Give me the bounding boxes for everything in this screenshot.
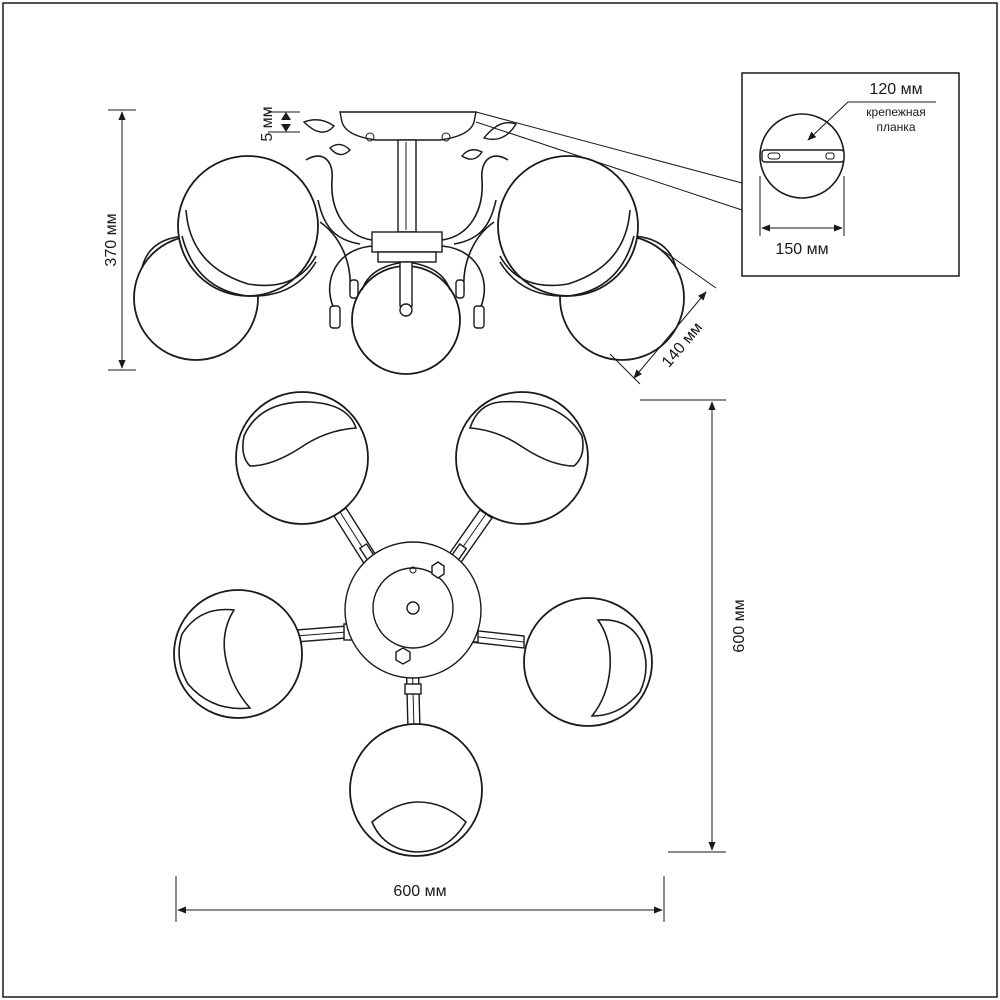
globe-bottom	[349, 723, 483, 857]
mounting-plate	[761, 149, 845, 163]
dim-top-height: 600 мм	[640, 399, 748, 853]
dim-height-370: 370 мм	[103, 109, 136, 371]
hub-nut	[431, 561, 445, 579]
shade-center	[351, 261, 461, 375]
socket-left	[349, 279, 359, 299]
dim-height-label: 370 мм	[103, 213, 120, 266]
hub-center-screw	[406, 601, 420, 615]
arm-left-lower	[328, 245, 373, 313]
arm-right-upper	[441, 155, 509, 241]
shade-right-front	[497, 155, 639, 297]
center-stem	[397, 139, 417, 233]
leaf-ornament-right	[482, 121, 518, 141]
socket-right	[473, 305, 485, 329]
socket-center	[399, 261, 413, 307]
arm-right-curl2	[463, 221, 495, 291]
socket-left	[329, 305, 341, 329]
hub-collar	[377, 251, 437, 263]
plate-length-label: 120 мм	[869, 81, 922, 98]
dim-top-width-label: 600 мм	[393, 883, 446, 900]
dim-top-height-label: 600 мм	[731, 599, 748, 652]
arm-left-upper	[305, 155, 373, 241]
socket-right	[455, 279, 465, 299]
arm-left-curl	[317, 199, 361, 245]
leader-line	[475, 121, 743, 211]
base-screw	[441, 132, 451, 142]
leaf-ornament-right	[460, 149, 484, 160]
hub-nut	[395, 647, 411, 665]
ceiling-base	[339, 111, 477, 141]
top-view	[173, 391, 653, 857]
arm-right-lower	[441, 245, 486, 313]
mounting-inset: 120 мм крепежная планка 150 мм	[475, 72, 960, 277]
plate-label-line2: планка	[877, 120, 916, 134]
dim-top-width: 600 мм	[175, 876, 665, 922]
plate-slot	[767, 152, 781, 160]
arm-left-curl2	[319, 221, 351, 291]
plate-label-line1: крепежная	[866, 105, 925, 119]
inset-frame	[741, 72, 960, 277]
leaf-ornament-left	[302, 119, 336, 133]
globe-upper-right	[455, 391, 589, 525]
leader-line	[475, 111, 743, 184]
side-view	[133, 111, 685, 375]
shade-left-front	[177, 155, 319, 297]
leaf-ornament-left	[329, 143, 351, 156]
base-screw	[365, 132, 375, 142]
dim-mount-gap-label: 5 мм	[259, 106, 276, 141]
globe-upper-left	[235, 391, 369, 525]
arm-right-curl	[453, 199, 497, 245]
dim-mount-gap: 5 мм	[259, 106, 300, 142]
hub-block	[371, 231, 443, 253]
globe-left	[173, 589, 303, 719]
plate-slot	[825, 152, 835, 160]
base-diameter-label: 150 мм	[775, 241, 828, 258]
globe-right	[523, 597, 653, 727]
